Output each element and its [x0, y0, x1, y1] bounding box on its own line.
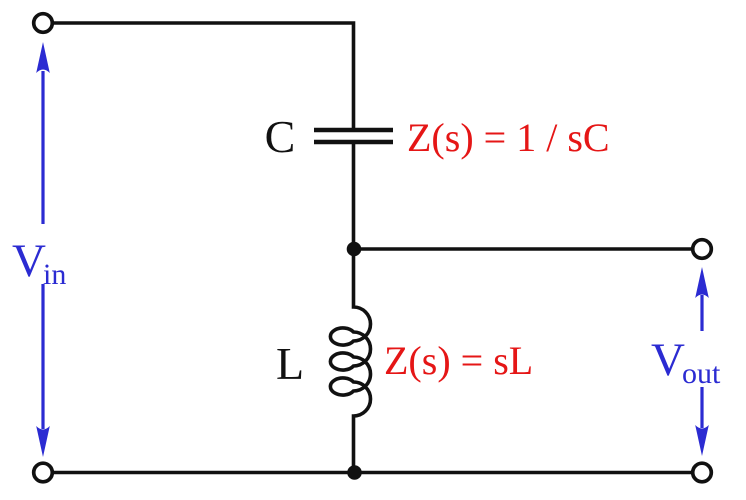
wire-top	[52, 21, 356, 128]
terminal-output-bottom-icon	[690, 461, 714, 484]
vout-arrowhead-up-icon	[695, 267, 709, 298]
vin-arrowhead-down-icon	[36, 426, 50, 457]
terminal-input-bottom-icon	[31, 461, 55, 484]
inductor-label: L	[276, 338, 304, 389]
inductor-impedance-formula: Z(s) = sL	[384, 338, 533, 383]
voltage-labels: V in V out	[12, 235, 721, 390]
component-labels: C L	[265, 111, 304, 389]
vout-label-subscript: out	[682, 357, 721, 390]
terminal-input-top-icon	[31, 11, 55, 35]
terminals	[31, 11, 714, 484]
vin-label: V	[12, 235, 46, 287]
capacitor-label: C	[265, 111, 296, 162]
junction-dot-middle	[346, 241, 362, 257]
impedance-formulas: Z(s) = 1 / sC Z(s) = sL	[384, 115, 610, 383]
wire-inductor-branch	[328, 144, 373, 473]
vout-label: V	[651, 334, 685, 386]
junction-dot-bottom	[347, 465, 362, 480]
vin-label-subscript: in	[43, 258, 66, 291]
capacitor-icon	[314, 127, 393, 145]
terminal-output-top-icon	[690, 237, 714, 261]
wires	[52, 21, 691, 475]
junction-dots	[346, 241, 362, 480]
voltage-arrow-heads	[36, 42, 709, 457]
voltage-arrow-lines	[41, 71, 704, 429]
vin-arrowhead-up-icon	[36, 42, 50, 73]
capacitor-impedance-formula: Z(s) = 1 / sC	[407, 115, 610, 160]
vout-arrowhead-down-icon	[695, 425, 709, 456]
